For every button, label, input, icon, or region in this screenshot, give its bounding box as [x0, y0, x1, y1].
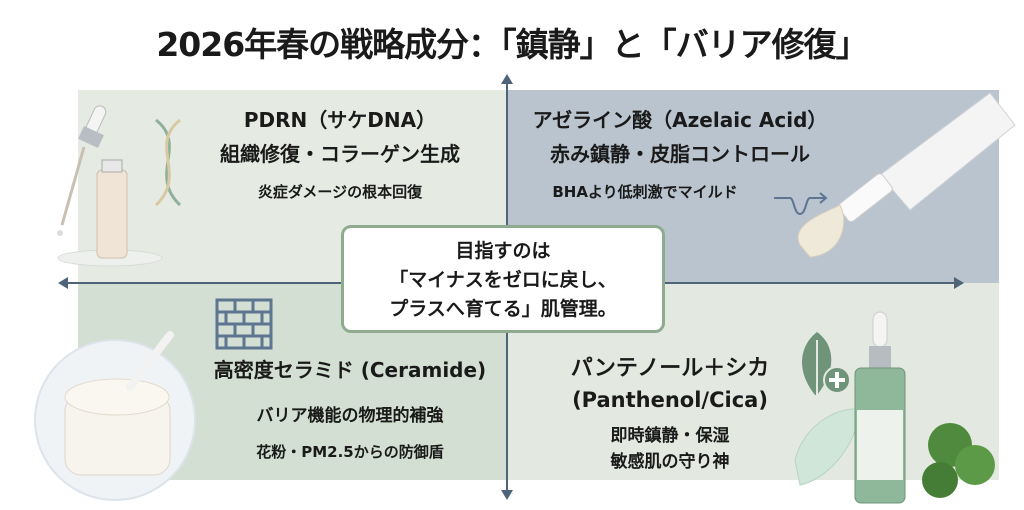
arrow-up-icon [501, 74, 513, 84]
pdrn-note: 炎症ダメージの根本回復 [257, 183, 423, 201]
panthenol-subtitle: (Panthenol/Cica) [572, 388, 768, 412]
panthenol-note: 敏感肌の守り神 [610, 452, 730, 472]
leaf-plus-icon [802, 332, 851, 395]
cream-tube-icon [797, 92, 1016, 258]
panthenol-title: パンテノール＋シカ [570, 356, 770, 381]
ceramide-benefit: バリア機能の物理的補強 [256, 406, 444, 426]
ceramide-note: 花粉・PM2.5からの防御盾 [256, 443, 444, 461]
center-line-1: 目指すのは [455, 240, 551, 262]
panthenol-benefit: 即時鎮静・保湿 [610, 426, 730, 446]
serum-dropper-icon [57, 105, 163, 267]
azelaic-note: BHAより低刺激でマイルド [552, 183, 738, 201]
ceramide-cream-jar-icon [34, 331, 196, 501]
dna-helix-icon [154, 118, 182, 207]
ceramide-title: 高密度セラミド (Ceramide) [213, 358, 487, 382]
center-line-2: 「マイナスをゼロに戻し、 [389, 269, 617, 291]
pore-icon [774, 192, 828, 216]
pdrn-benefit: 組織修復・コラーゲン生成 [220, 142, 460, 166]
center-message-box: 目指すのは 「マイナスをゼロに戻し、 プラスへ育てる」肌管理。 [341, 225, 665, 333]
center-line-3: プラスへ育てる」肌管理。 [389, 298, 617, 320]
arrow-right-icon [954, 277, 964, 289]
pdrn-title: PDRN（サケDNA） [243, 108, 437, 132]
arrow-left-icon [58, 277, 68, 289]
brick-wall-icon [215, 298, 273, 350]
cica-serum-bottle-icon [794, 311, 995, 504]
azelaic-title: アゼライン酸（Azelaic Acid） [532, 108, 828, 132]
azelaic-benefit: 赤み鎮静・皮脂コントロール [550, 142, 810, 166]
arrow-down-icon [501, 490, 513, 500]
page-title: 2026年春の戦略成分：「鎮静」と「バリア修復」 [156, 25, 868, 64]
